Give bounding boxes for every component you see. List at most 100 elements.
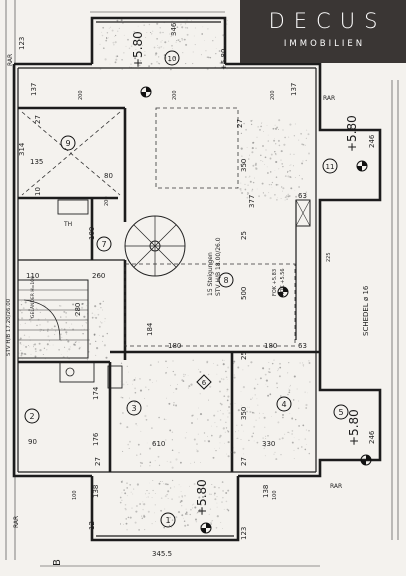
noise-dot [137,69,139,71]
noise-dot [184,437,187,439]
noise-dot [107,37,109,39]
noise-dot [279,366,282,369]
noise-dot [106,37,108,40]
noise-dot [158,416,160,419]
noise-dot [114,36,115,37]
dimension: 100 [88,227,96,240]
noise-dot [222,363,225,366]
noise-dot [227,410,229,412]
noise-dot [171,498,174,501]
noise-dot [196,443,198,445]
noise-dot [287,431,289,434]
noise-dot [219,442,221,444]
noise-dot [53,325,56,328]
noise-dot [139,389,143,392]
room9-diagonal-2 [21,111,121,196]
noise-dot [175,387,178,390]
noise-dot [250,398,252,401]
noise-dot [225,370,227,373]
noise-dot [292,165,294,167]
noise-dot [169,33,171,35]
noise-dot [180,24,181,26]
noise-dot [190,421,194,425]
elevation-mark: +5.80 [347,409,372,466]
noise-dot [262,160,264,162]
noise-dot [221,501,223,504]
noise-dot [167,498,169,499]
noise-dot [151,427,153,429]
noise-dot [266,166,268,168]
noise-dot [175,516,178,519]
noise-dot [97,309,99,310]
noise-dot [255,147,257,150]
noise-dot [114,34,117,37]
noise-dot [218,486,220,489]
noise-dot [186,19,188,21]
dimension: 346 [170,22,178,36]
noise-dot [217,410,219,412]
noise-dot [307,133,310,136]
noise-dot [269,371,271,374]
noise-dot [286,194,288,196]
noise-dot [134,57,137,60]
dimension: 225 [326,252,332,262]
noise-dot [298,400,300,402]
noise-dot [63,328,66,331]
noise-dot [133,30,136,33]
noise-dot [144,529,146,531]
noise-dot [192,51,194,53]
noise-dot [154,493,156,494]
noise-dot [288,388,289,390]
noise-dot [105,356,108,359]
noise-dot [119,422,122,425]
noise-dot [265,149,267,151]
noise-dot [262,131,264,132]
dimension-numbers: 346 345.5 350 350 500 377 314 280 260 61… [18,22,376,558]
noise-dot [189,513,191,516]
noise-dot [269,393,272,396]
noise-dot [243,162,246,164]
noise-dot [192,507,193,509]
noise-dot [199,393,201,395]
noise-dot [102,335,104,338]
noise-dot [148,389,150,391]
noise-dot [99,302,102,305]
svg-text:+5.80: +5.80 [195,479,209,516]
noise-dot [152,382,153,383]
noise-dot [99,43,101,46]
noise-dot [194,27,196,29]
noise-dot [308,452,311,455]
noise-dot [126,487,129,489]
noise-dot [174,373,177,376]
noise-dot [135,504,138,508]
noise-dot [213,486,216,489]
noise-dot [161,481,163,482]
noise-dot [39,311,41,313]
noise-dot [197,433,199,435]
noise-dot [190,383,193,386]
noise-dot [280,454,282,456]
noise-dot [224,58,227,61]
noise-dot [193,35,195,37]
noise-dot [239,187,242,191]
noise-dot [249,410,252,413]
noise-dot [240,164,242,166]
noise-dot [119,523,122,525]
noise-dot [158,67,161,70]
elevation-mark: +5.80 [345,115,368,172]
noise-dot [243,430,245,432]
noise-dot [215,526,218,529]
noise-dot [181,505,183,507]
noise-dot [220,378,223,380]
dimension: 246 [368,134,376,148]
noise-dot [265,379,268,382]
dimension: 174 [92,386,100,400]
noise-dot [227,395,230,398]
noise-dot [214,66,216,69]
noise-dot [30,321,32,323]
noise-dot [125,381,127,383]
noise-dot [304,391,306,393]
noise-dot [259,377,262,380]
noise-dot [64,346,66,348]
noise-dot [184,512,187,515]
